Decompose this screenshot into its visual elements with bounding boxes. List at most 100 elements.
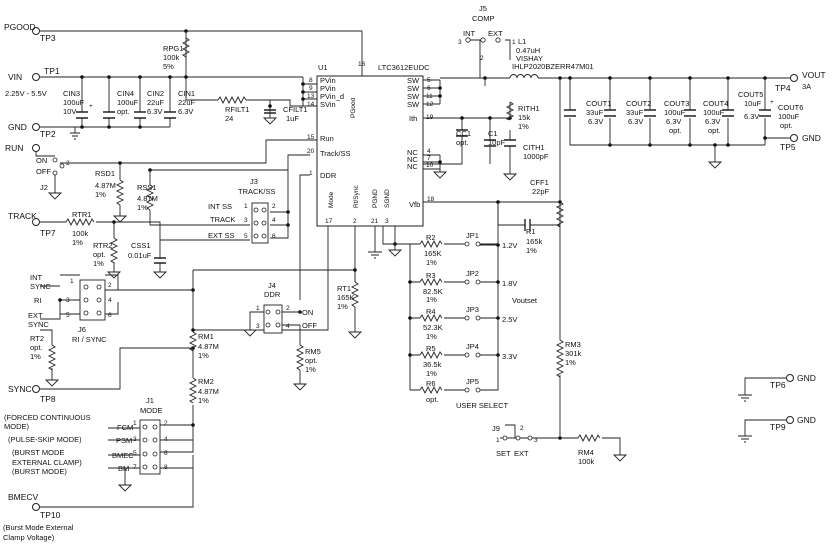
label-gnd9: GND bbox=[797, 415, 816, 425]
cout2-value: 33uF bbox=[626, 108, 644, 117]
cout2-ref: COUT2 bbox=[626, 99, 651, 108]
j5-ext: EXT bbox=[488, 29, 503, 38]
c1-ref: C1 bbox=[488, 129, 498, 138]
pin-num-6: 6 bbox=[427, 85, 431, 92]
r2-tol: 1% bbox=[426, 258, 437, 267]
tp5-terminal[interactable] bbox=[790, 134, 798, 142]
tp7-terminal[interactable] bbox=[32, 218, 40, 226]
cout3-ref: COUT3 bbox=[664, 99, 689, 108]
run-terminal[interactable] bbox=[32, 144, 40, 152]
rith1-resistor bbox=[505, 101, 515, 121]
cc1-ref: CC1 bbox=[456, 129, 471, 138]
cout3-rating: 6.3V bbox=[666, 117, 681, 126]
jumper-j6[interactable]: INT SYNC RI EXT SYNC 1 2 3 4 5 6 J6 RI /… bbox=[28, 273, 112, 344]
label-tp6: TP6 bbox=[770, 380, 786, 390]
label-gnd6: GND bbox=[797, 373, 816, 383]
cin4-note: opt. bbox=[117, 107, 130, 116]
rtr2-value: opt. bbox=[93, 250, 106, 259]
j9-ref: J9 bbox=[492, 424, 500, 433]
tp4-terminal[interactable] bbox=[790, 74, 798, 82]
j4-p2: 2 bbox=[286, 305, 290, 312]
rm5-resistor bbox=[295, 344, 305, 371]
cith1-capacitor bbox=[504, 139, 516, 147]
label-ext-sync-2: SYNC bbox=[28, 320, 49, 329]
cin1-value: 22uF bbox=[178, 98, 196, 107]
j3-int-ss: INT SS bbox=[208, 202, 232, 211]
rss1-value: 4.87M bbox=[137, 194, 158, 203]
label-int-sync: INT bbox=[30, 273, 43, 282]
rm1-ref: RM1 bbox=[198, 332, 214, 341]
j6-p3: 3 bbox=[66, 297, 70, 304]
label-j2: J2 bbox=[40, 183, 48, 192]
j3-track: TRACK bbox=[210, 215, 235, 224]
j4-p4: 4 bbox=[286, 323, 290, 330]
r1-tol: 1% bbox=[526, 246, 537, 255]
rm3-resistor bbox=[555, 339, 565, 378]
rt2-resistor bbox=[47, 344, 57, 371]
tp10-terminal[interactable] bbox=[32, 503, 40, 511]
rt2-value: opt. bbox=[30, 343, 43, 352]
r6-value: opt. bbox=[426, 395, 439, 404]
label-off: OFF bbox=[36, 167, 51, 176]
r2-value: 165K bbox=[424, 249, 442, 258]
j4-p3: 3 bbox=[256, 323, 260, 330]
rm2-resistor bbox=[188, 377, 198, 404]
j1-psm: PSM bbox=[116, 436, 132, 445]
j1-name: MODE bbox=[140, 406, 163, 415]
cout1-ref: COUT1 bbox=[586, 99, 611, 108]
rtr1-ref: RTR1 bbox=[72, 210, 91, 219]
jumper-j1[interactable]: J1 MODE FCM PSM BMEC BM 1 2 3 4 5 6 7 8 bbox=[112, 396, 168, 475]
jumper-j5[interactable]: J5 COMP INT EXT 3 2 1 bbox=[458, 4, 516, 62]
cout6-capacitor bbox=[759, 109, 771, 117]
ic-pin-pgood: PGood bbox=[350, 97, 357, 118]
pin-num-18: 18 bbox=[427, 196, 435, 203]
jumper-j9[interactable]: J9 SET EXT 1 2 3 bbox=[492, 424, 538, 458]
cin2-rating: 6.3V bbox=[147, 107, 162, 116]
ic-pin-mode: Mode bbox=[328, 191, 335, 208]
tp9-terminal[interactable] bbox=[786, 416, 794, 424]
label-vin: VIN bbox=[8, 72, 22, 82]
cin3-capacitor bbox=[76, 111, 88, 119]
rm5-value: opt. bbox=[305, 356, 318, 365]
r4-tol: 1% bbox=[426, 332, 437, 341]
label-bmecv-note2: Clamp Voltage) bbox=[3, 533, 55, 542]
rsd1-ref: RSD1 bbox=[95, 169, 115, 178]
tp8-terminal[interactable] bbox=[32, 385, 40, 393]
rpg1-tol: 5% bbox=[163, 62, 174, 71]
jumper-j4[interactable]: J4 DDR ON OFF 1 2 3 4 bbox=[249, 281, 317, 334]
pin-num-20: 20 bbox=[307, 148, 315, 155]
jp5-ref: JP5 bbox=[466, 377, 479, 386]
tp6-terminal[interactable] bbox=[786, 374, 794, 382]
cout4-ref: COUT4 bbox=[703, 99, 728, 108]
jp3-ref: JP3 bbox=[466, 305, 479, 314]
r6-ref: R6 bbox=[426, 379, 436, 388]
tp1-terminal[interactable] bbox=[32, 73, 40, 81]
j3-p5: 5 bbox=[244, 233, 248, 240]
label-tp3: TP3 bbox=[40, 33, 56, 43]
jumper-j3[interactable]: J3 TRACK/SS INT SS TRACK EXT SS 1 2 3 4 … bbox=[208, 177, 276, 244]
tp2-terminal[interactable] bbox=[32, 123, 40, 131]
r4-ref: R4 bbox=[426, 307, 436, 316]
rt1-tol: 1% bbox=[337, 302, 348, 311]
label-tp8: TP8 bbox=[40, 394, 56, 404]
rsd1-resistor bbox=[115, 179, 125, 206]
pin-num-8: 8 bbox=[309, 77, 313, 84]
vout-1v8: 1.8V bbox=[502, 279, 517, 288]
l1-ref: L1 bbox=[518, 37, 526, 46]
r4-resistor bbox=[419, 313, 443, 323]
vout-select[interactable]: Voutset USER SELECT JP1 JP2 JP3 JP4 JP5 … bbox=[456, 231, 538, 410]
label-ri: RI bbox=[34, 296, 42, 305]
cout4-rating: 6.3V bbox=[705, 117, 720, 126]
ic-u1: U1 LTC3612EUDC PVin PVin PVin_d SVin PGo… bbox=[307, 61, 435, 227]
cin4-ref: CIN4 bbox=[117, 89, 134, 98]
rtr1-tol: 1% bbox=[72, 238, 83, 247]
css1-value: 0.01uF bbox=[128, 251, 152, 260]
label-gnd1: GND bbox=[8, 122, 27, 132]
switch-j2[interactable]: ON OFF J2 2 bbox=[35, 152, 70, 200]
j4-name: DDR bbox=[264, 290, 281, 299]
j3-p2: 2 bbox=[272, 203, 276, 210]
pin-num-11: 11 bbox=[426, 93, 433, 100]
tp3-terminal[interactable] bbox=[32, 27, 40, 35]
j5-int: INT bbox=[463, 29, 476, 38]
rm2-ref: RM2 bbox=[198, 377, 214, 386]
